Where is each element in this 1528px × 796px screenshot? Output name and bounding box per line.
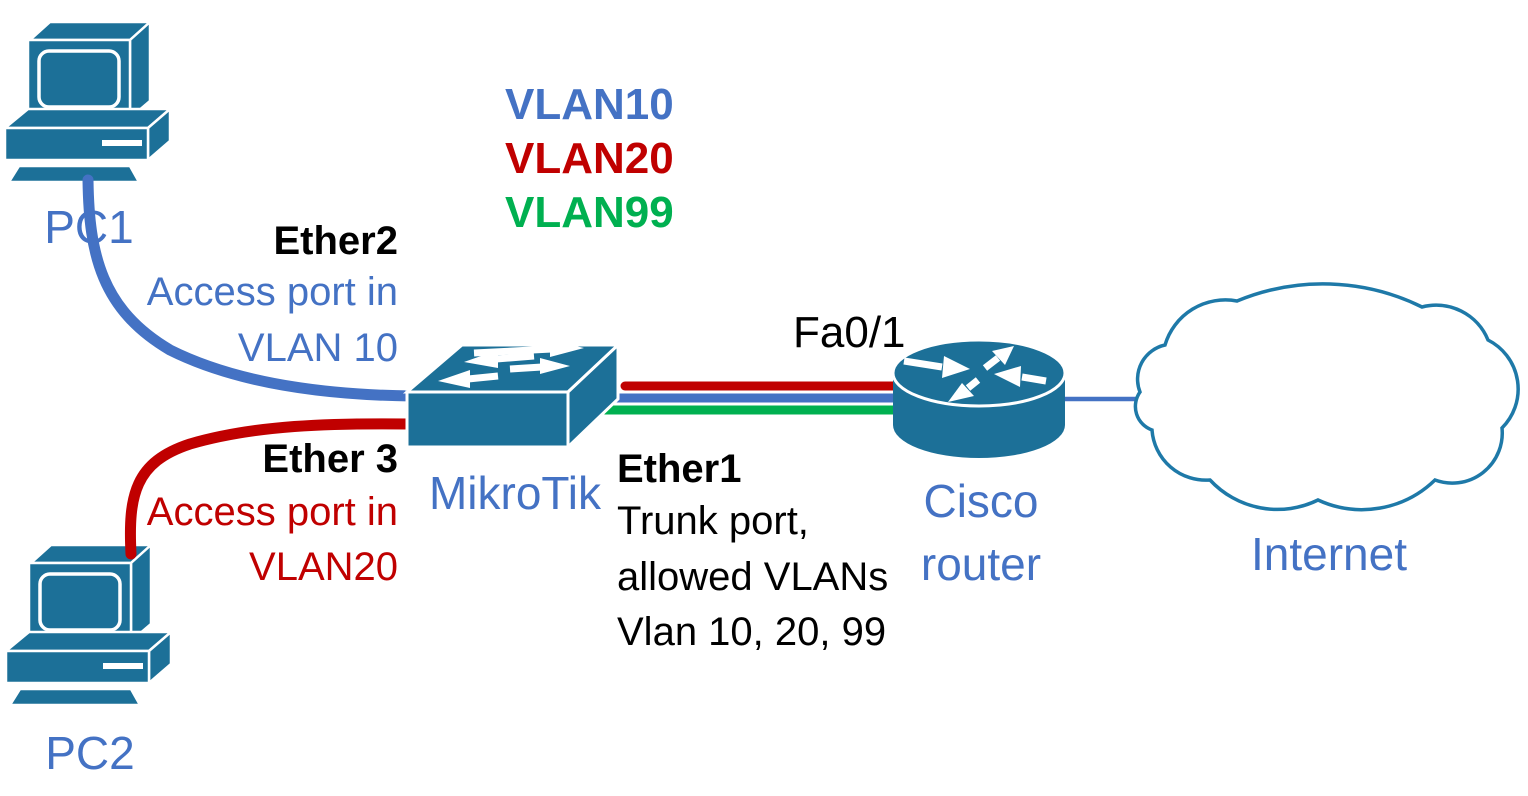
vlan10-access-cable [82, 174, 418, 402]
pc1-label: PC1 [44, 201, 134, 253]
switch-icon [402, 340, 622, 451]
cisco-label-line1: Cisco [923, 475, 1039, 527]
ether1-desc-line3: Vlan 10, 20, 99 [617, 610, 887, 654]
ether2-port-name: Ether2 [273, 219, 399, 263]
ether3-port-name: Ether 3 [262, 437, 398, 481]
cisco-label-line2: router [920, 538, 1042, 590]
ether2-desc-line2: VLAN 10 [237, 326, 398, 370]
ether1-desc-line2: allowed VLANs [617, 555, 889, 599]
router-arrows [903, 346, 1047, 402]
ether1-desc-line1: Trunk port, [617, 499, 809, 543]
ether2-desc-line1: Access port in [146, 270, 398, 314]
internet-label: Internet [1251, 528, 1407, 580]
internet-cloud-icon [1133, 282, 1520, 512]
fa01-port-label: Fa0/1 [793, 308, 906, 357]
pc1-icon [3, 20, 172, 184]
legend-vlan20: VLAN20 [505, 134, 674, 183]
legend-vlan99: VLAN99 [505, 188, 674, 237]
pc2-label: PC2 [45, 727, 135, 779]
router-icon [891, 338, 1067, 458]
switch-arrows [438, 340, 584, 388]
vlan20-access-cable [124, 418, 416, 560]
legend-vlan10: VLAN10 [505, 80, 674, 129]
ether3-desc-line2: VLAN20 [249, 545, 398, 589]
mikrotik-label: MikroTik [428, 467, 602, 519]
ether1-port-name: Ether1 [617, 447, 742, 491]
ether3-desc-line1: Access port in [146, 490, 398, 534]
